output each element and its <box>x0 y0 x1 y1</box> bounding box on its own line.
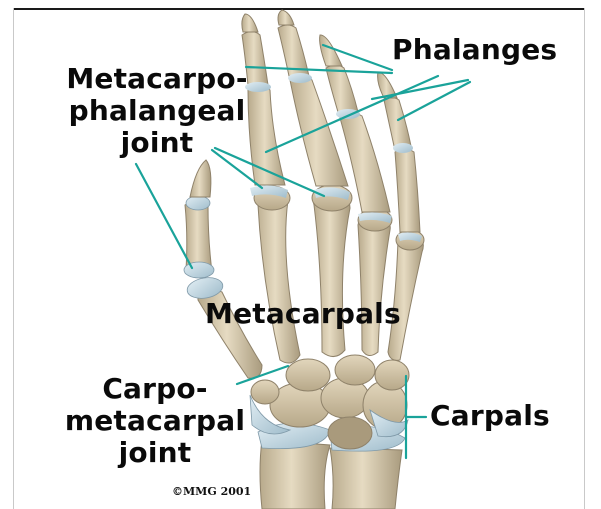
label-carpals: Carpals <box>430 400 550 431</box>
label-phalanges: Phalanges <box>392 34 557 65</box>
leader-mcp-joint-3 <box>136 164 192 268</box>
label-mcp-line1: Metacarpo- <box>52 63 262 94</box>
leader-phalanges-2 <box>246 67 392 73</box>
label-cmc-line1: Carpo- <box>60 373 250 404</box>
label-mcp-line2: phalangeal <box>52 95 262 126</box>
label-metacarpals: Metacarpals <box>205 298 401 329</box>
label-cmc-line3: joint <box>60 437 250 468</box>
thumb-bones <box>184 160 262 378</box>
label-cmc-line2: metacarpal <box>60 405 250 436</box>
copyright-text: ©MMG 2001 <box>172 485 251 498</box>
label-mcp-line3: joint <box>52 127 262 158</box>
